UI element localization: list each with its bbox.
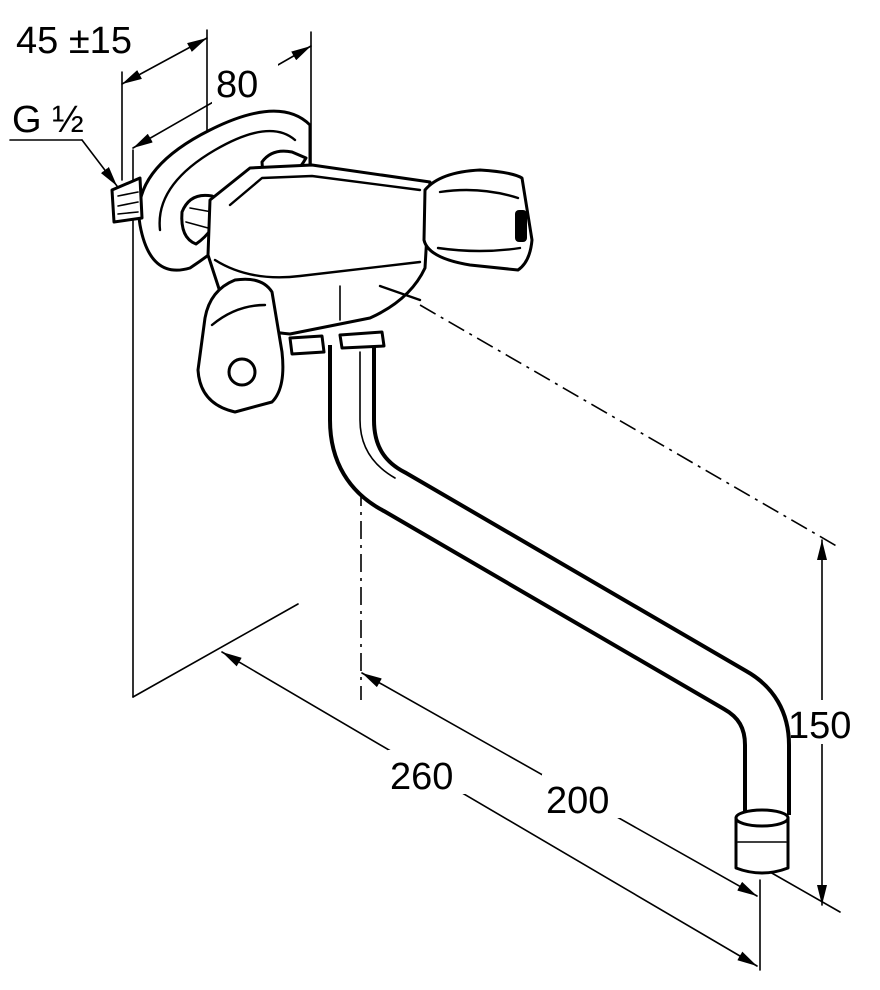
left-valve-handle [196, 277, 285, 414]
height-dimension-label: 150 [788, 705, 851, 747]
right-valve-handle [422, 168, 534, 272]
outlet-nipples [288, 330, 386, 356]
dimension-labels: 45 ±15 80 G ½ 260 200 150 [12, 14, 868, 822]
thread-dimension-label: G ½ [12, 99, 84, 141]
offset-dimension-label: 45 ±15 [16, 20, 132, 62]
total-reach-dimension-label: 260 [390, 756, 453, 798]
spout-pipe [328, 345, 791, 815]
width-dimension-label: 80 [216, 64, 258, 106]
spout-reach-dimension-label: 200 [546, 780, 609, 822]
aerator [734, 808, 790, 875]
